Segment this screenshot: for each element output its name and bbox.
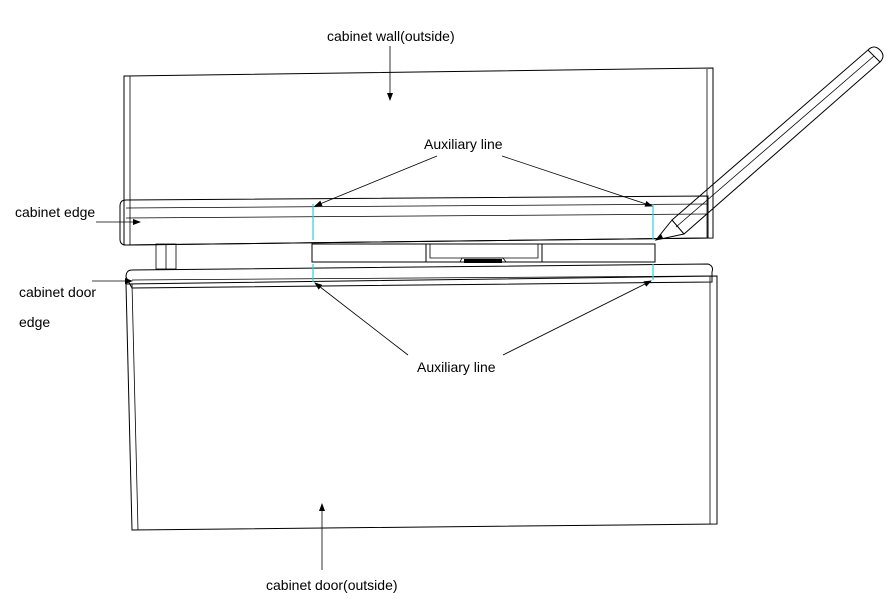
cabinet-door-edge-label-line1: cabinet door [19, 284, 96, 300]
cabinet-door [125, 275, 718, 531]
auxiliary-lines [312, 204, 654, 282]
cabinet-edge-band [119, 195, 709, 246]
cabinet-door-edge-label-line2: edge [19, 314, 50, 330]
cabinet-door-edge-band [125, 263, 713, 289]
cabinet-door-label: cabinet door(outside) [266, 577, 398, 593]
cabinet-edge-label: cabinet edge [15, 204, 95, 220]
cabinet-wall [123, 67, 714, 246]
auxiliary-line-top-label: Auxiliary line [424, 136, 503, 152]
hinge-region [155, 243, 656, 270]
leader-lines [92, 46, 653, 570]
auxiliary-line-bottom-label: Auxiliary line [417, 359, 496, 375]
cabinet-wall-label: cabinet wall(outside) [327, 28, 455, 44]
pencil-icon [654, 46, 884, 241]
